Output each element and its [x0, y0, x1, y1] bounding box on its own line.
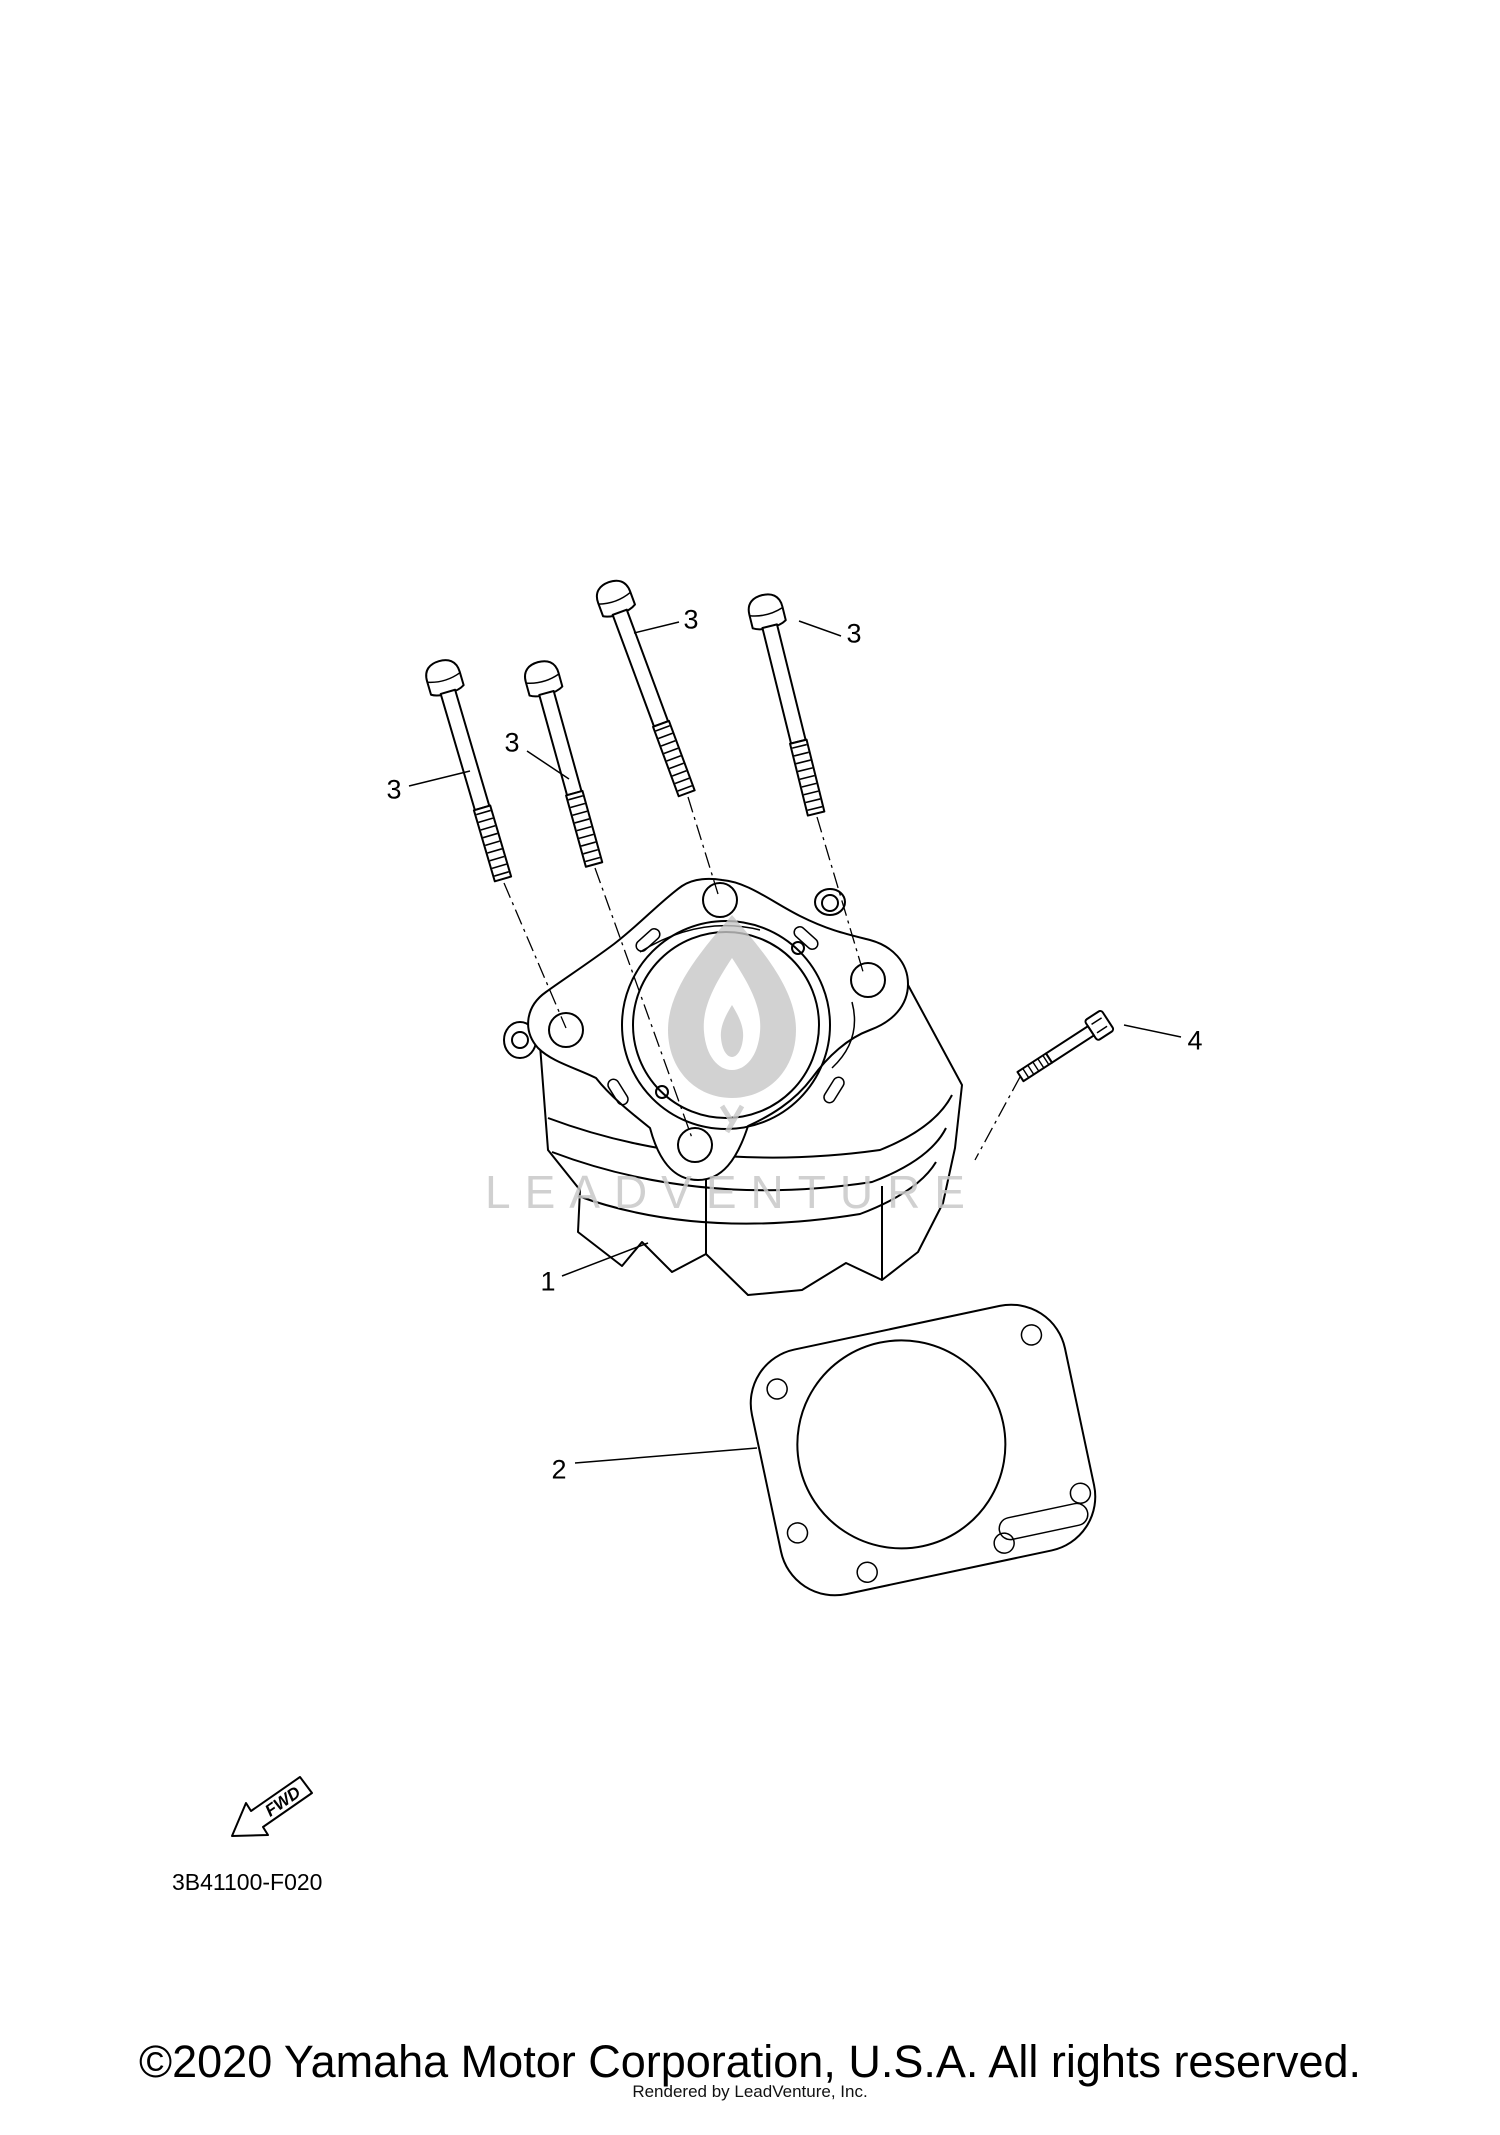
fwd-arrow: FWD — [231, 1776, 313, 1837]
rendered-by-text: Rendered by LeadVenture, Inc. — [632, 2082, 868, 2101]
callout-4: 4 — [1187, 1025, 1203, 1056]
callout-3-d: 3 — [386, 774, 402, 805]
callout-1: 1 — [540, 1266, 556, 1297]
diagram-part-code: 3B41100-F020 — [172, 1869, 323, 1895]
centerlines — [503, 796, 1021, 1161]
callout-2: 2 — [551, 1454, 567, 1485]
callout-3-a: 3 — [683, 604, 699, 635]
copyright-text: ©2020 Yamaha Motor Corporation, U.S.A. A… — [138, 2036, 1362, 2087]
leader-lines — [408, 620, 1182, 1464]
gasket-part — [749, 1303, 1097, 1597]
watermark-text: LEADVENTURE — [485, 1166, 979, 1218]
stud-bolt-2 — [524, 660, 604, 868]
callout-3-b: 3 — [846, 618, 862, 649]
callout-3-c: 3 — [504, 727, 520, 758]
stud-bolt-1 — [425, 659, 513, 883]
watermark-flame-icon — [668, 915, 796, 1134]
bolt-part — [1016, 1009, 1115, 1083]
stud-bolt-4 — [747, 593, 826, 817]
stud-bolt-3 — [595, 579, 696, 798]
